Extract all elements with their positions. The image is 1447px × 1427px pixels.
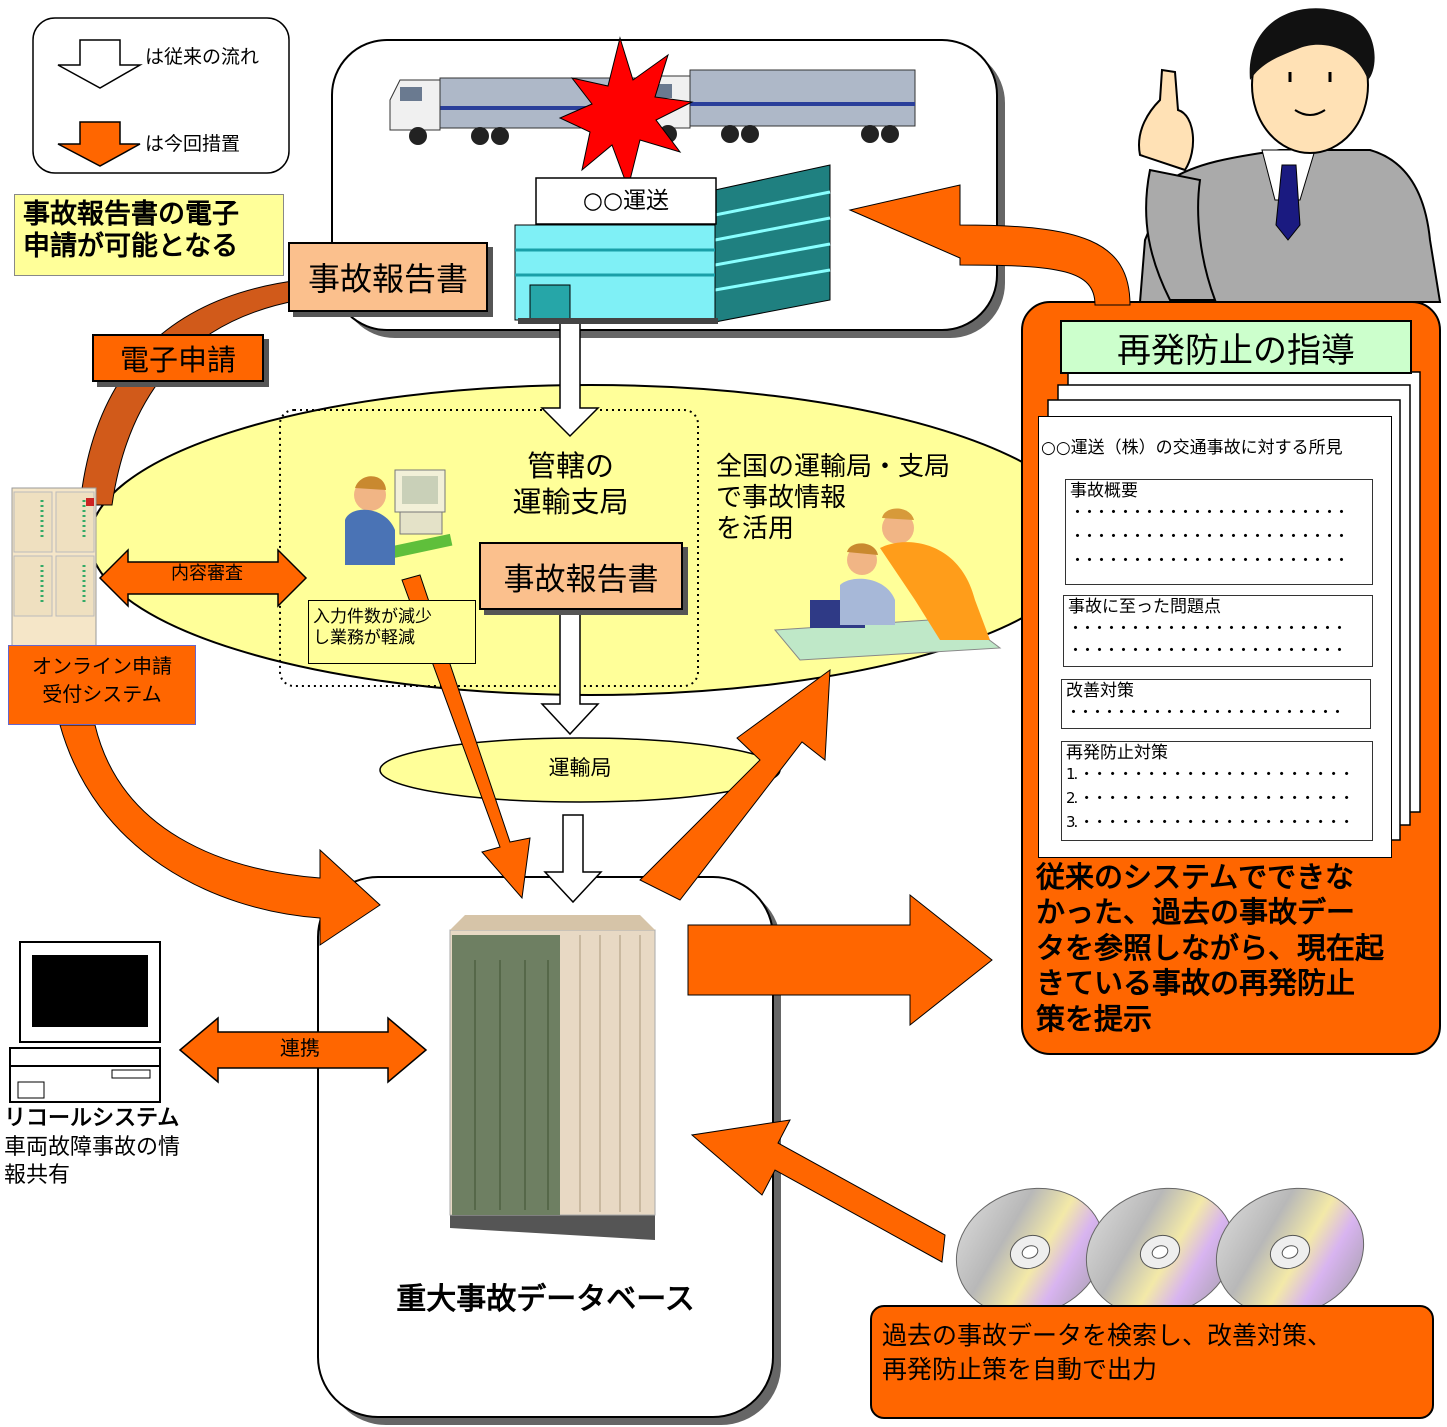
company-sign-text: ○○運送 [582,188,670,214]
legend-orange-arrow-icon [57,121,141,167]
cd-disc-icon [1215,1187,1365,1317]
regional-bureau-label: 運輸局 [548,756,612,780]
cooperation-arrow [178,1016,428,1084]
presenter-man-icon [1138,8,1442,303]
section-line: ・・・・・・・・・・・・・・・・・・・・・・・ [1068,641,1347,659]
section-line: ・・・・・・・・・・・・・・・・・・・・・・・ [1070,551,1349,569]
section-line: ・・・・・・・・・・・・・・・・・・・・・・・ [1070,527,1349,545]
branch-dotted-box [279,409,699,687]
section-title: 事故に至った問題点 [1068,597,1221,617]
database-to-national-arrow [639,668,831,901]
legend-white-arrow-icon [57,39,143,89]
electronic-possible-callout: 事故報告書の電子 申請が可能となる [14,194,284,276]
guidance-to-company-arrow [848,184,1131,306]
section-accident-summary: 事故概要 ・・・・・・・・・・・・・・・・・・・・・・・ ・・・・・・・・・・・… [1065,479,1373,585]
server-cabinet-icon [11,487,97,647]
branch-office-label: 管轄の 運輸支局 [512,449,629,520]
guidance-title-text: 再発防止の指導 [1117,330,1355,371]
online-system-text: オンライン申請 受付システム [32,654,172,706]
workload-reduced-text: 入力件数が減少 し業務が軽減 [313,607,432,649]
office-worker-icon [345,469,453,565]
meeting-people-icon [773,508,1002,661]
search-output-text: 過去の事故データを検索し、改善対策、 再発防止策を自動で出力 [882,1321,1333,1384]
section-prevention: 再発防止対策 1. ・・・・・・・・・・・・・・・・・・・・・ 2. ・・・・・… [1061,741,1373,841]
online-system-label: オンライン申請 受付システム [8,645,196,725]
section-line: 2. ・・・・・・・・・・・・・・・・・・・・・ [1066,789,1354,807]
cd-disc-icon [1085,1187,1235,1317]
guidance-caption: 従来のシステムでできな かった、過去の事故デー タを参照しながら、現在起 きてい… [1036,860,1385,1036]
electronic-possible-text: 事故報告書の電子 申請が可能となる [23,199,239,263]
section-line: 1. ・・・・・・・・・・・・・・・・・・・・・ [1066,765,1354,783]
content-review-arrow [98,548,308,608]
guidance-title-box: 再発防止の指導 [1060,320,1412,374]
section-improvements: 改善対策 ・・・・・・・・・・・・・・・・・・・・・・・ [1061,679,1371,729]
database-title: 重大事故データベース [396,1282,695,1317]
online-to-database-arrow [59,724,381,946]
section-line: ・・・・・・・・・・・・・・・・・・・・・・・ [1066,703,1345,721]
findings-heading: ○○運送（株）の交通事故に対する所見 [1041,438,1343,458]
national-use-label: 全国の運輸局・支局 で事故情報 を活用 [716,452,951,545]
section-line: ・・・・・・・・・・・・・・・・・・・・・・・ [1068,619,1347,637]
section-problems: 事故に至った問題点 ・・・・・・・・・・・・・・・・・・・・・・・ ・・・・・・… [1063,595,1373,667]
flow-arrow-branch-to-bureau [540,607,600,736]
recall-system-description: 車両故障事故の情 報共有 [4,1135,181,1188]
search-output-box: 過去の事故データを検索し、改善対策、 再発防止策を自動で出力 [870,1305,1434,1419]
flow-arrow-bureau-to-database [543,814,603,904]
electronic-application-label: 電子申請 [92,334,264,382]
database-to-guidance-arrow [687,893,993,1027]
accident-report-branch: 事故報告書 [479,542,683,610]
database-server-icon [449,915,656,1240]
cooperation-label: 連携 [280,1036,320,1060]
content-review-label: 内容審査 [171,563,243,584]
section-title: 再発防止対策 [1066,743,1168,763]
section-line: 3. ・・・・・・・・・・・・・・・・・・・・・ [1066,813,1354,831]
electronic-application-text: 電子申請 [119,343,236,377]
building-icon [514,164,831,324]
accident-report-branch-label: 事故報告書 [503,561,659,598]
cd-disc-icon [955,1187,1105,1317]
flow-arrow-company-to-branch [540,311,600,438]
accident-report-top-label: 事故報告書 [307,260,468,298]
company-sign-box [535,177,717,225]
section-title: 事故概要 [1070,481,1138,501]
legend-conventional-label: は従来の流れ [145,46,260,68]
desktop-computer-icon [9,941,161,1103]
cd-to-database-arrow [690,1119,946,1263]
recall-system-title: リコールシステム [4,1106,180,1131]
legend-new-measure-label: は今回措置 [145,133,241,155]
findings-document: ○○運送（株）の交通事故に対する所見 事故概要 ・・・・・・・・・・・・・・・・… [1038,416,1392,858]
accident-report-top: 事故報告書 [288,242,488,312]
section-title: 改善対策 [1066,681,1134,701]
section-line: ・・・・・・・・・・・・・・・・・・・・・・・ [1070,503,1349,521]
workload-reduced-box: 入力件数が減少 し業務が軽減 [308,600,476,664]
